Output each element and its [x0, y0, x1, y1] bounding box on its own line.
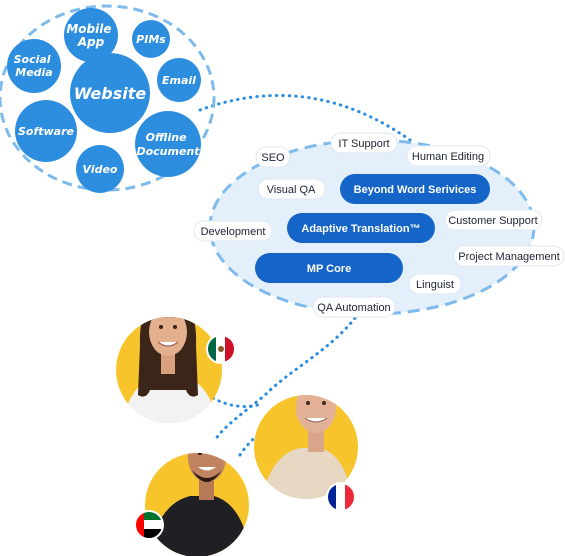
channels-cluster: Website Mobile App PIMs Social Media Ema…: [0, 4, 216, 193]
bubble-website: [70, 53, 150, 133]
tag-development: Development: [201, 226, 266, 238]
bubble-social-media-label: Social Media: [14, 53, 55, 79]
beyond-word-services-button-bg: [340, 174, 490, 204]
tag-qa-automation-bg: [312, 296, 396, 318]
tag-seo: SEO: [261, 152, 285, 164]
services-cluster: Beyond Word Serivices Adaptive Translati…: [193, 132, 565, 318]
tag-it-support-bg: [330, 132, 398, 154]
tag-project-management: Project Management: [458, 251, 560, 263]
bubble-mobile-app: [64, 8, 118, 62]
tag-customer-support-bg: [444, 209, 543, 231]
bubble-mobile-app-label: Mobile App: [66, 22, 115, 49]
tag-project-management-bg: [453, 245, 565, 267]
adaptive-translation-button-bg: [287, 213, 435, 243]
bubble-social-media: [7, 39, 61, 93]
mp-core-button-bg: [255, 253, 403, 283]
uae-flag: [134, 510, 164, 540]
channels-dashed-outline: [0, 4, 216, 192]
tag-visual-qa-bg: [257, 178, 326, 200]
tag-human-editing-bg: [406, 145, 491, 167]
mp-core-button[interactable]: MP Core: [307, 263, 351, 275]
person-avatar-older-man: [254, 395, 358, 499]
tag-customer-support: Customer Support: [448, 215, 537, 227]
bubble-video: [76, 145, 124, 193]
bubble-email: [157, 58, 201, 102]
bubble-email-label: Email: [162, 74, 196, 87]
tag-visual-qa: Visual QA: [267, 184, 316, 196]
bubble-software-label: Software: [18, 125, 75, 138]
connector-services-to-people: [213, 316, 357, 442]
tag-human-editing: Human Editing: [412, 151, 484, 163]
mexico-flag: [206, 334, 236, 364]
person-avatar-young-man: [145, 453, 249, 556]
beyond-word-services-button[interactable]: Beyond Word Serivices: [354, 184, 477, 196]
bubble-software: [15, 100, 77, 162]
person-avatar-woman: [116, 317, 222, 423]
people-cluster: [116, 317, 358, 556]
tag-linguist-bg: [408, 273, 462, 295]
france-flag: [326, 482, 356, 512]
bubble-offline-document-label: Offline Document: [136, 131, 200, 158]
bubble-offline-document: [135, 111, 201, 177]
bubble-video-label: Video: [83, 163, 118, 176]
tag-development-bg: [193, 220, 273, 242]
bubble-pims: [132, 20, 170, 58]
tag-seo-bg: [255, 146, 291, 168]
connector-channels-to-services: [198, 93, 412, 142]
connector-people-a: [211, 396, 260, 408]
bubble-website-label: Website: [74, 84, 147, 103]
tag-it-support: IT Support: [338, 138, 389, 150]
bubble-pims-label: PIMs: [136, 33, 166, 46]
adaptive-translation-button[interactable]: Adaptive Translation™: [301, 223, 420, 235]
tag-linguist: Linguist: [416, 279, 454, 291]
tag-qa-automation: QA Automation: [317, 302, 390, 314]
